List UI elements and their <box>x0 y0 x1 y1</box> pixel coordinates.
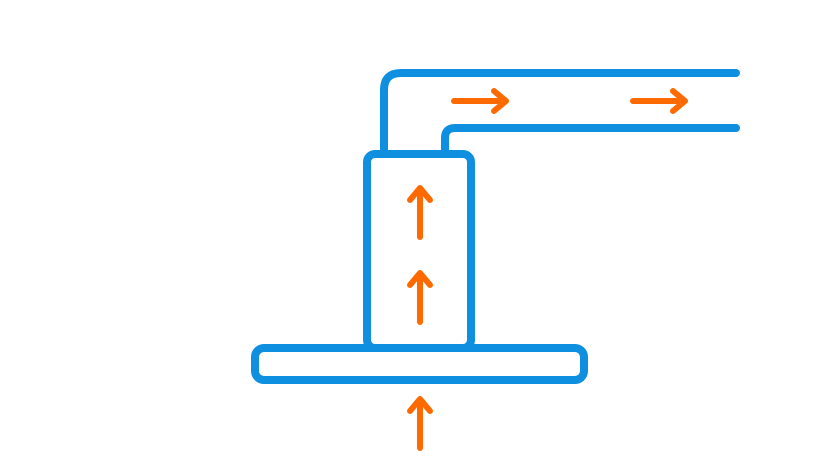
flow-arrows <box>407 88 688 451</box>
column-arrow-upper <box>407 185 433 240</box>
duct-arrow-right <box>630 88 688 114</box>
base-plate <box>251 344 588 384</box>
horizontal-duct-top-wall <box>380 69 740 156</box>
duct-arrow-left <box>451 88 509 114</box>
column-arrow-lower <box>407 270 433 325</box>
inlet-arrow <box>407 396 433 451</box>
horizontal-duct-bottom-wall <box>441 124 740 156</box>
pipe-outlines <box>251 69 740 384</box>
